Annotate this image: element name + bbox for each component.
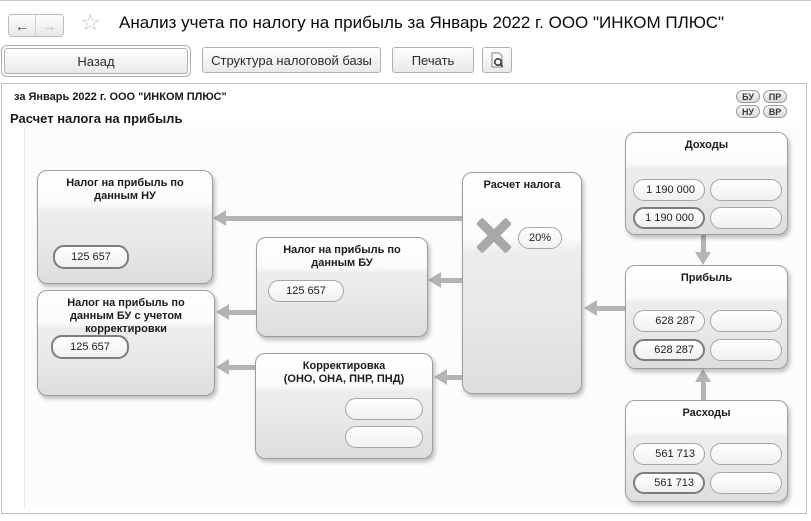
forward-nav-button[interactable]: → xyxy=(42,17,57,34)
block-tax-calc-title: Расчет налога xyxy=(483,179,561,191)
arrow-taxcalc-to-bu xyxy=(441,278,462,283)
pill-correction-value-2[interactable] xyxy=(345,426,423,448)
block-tax-bu-adjusted: Налог на прибыль по данным БУ с учетом к… xyxy=(37,290,215,396)
block-correction: Корректировка (ОНО, ОНА, ПНР, ПНД) xyxy=(255,353,433,459)
legend-badge-vr[interactable]: ВР xyxy=(763,105,787,118)
arrowhead-income-to-profit xyxy=(695,252,711,265)
print-button[interactable]: Печать xyxy=(392,47,474,73)
block-expenses-title: Расходы xyxy=(682,407,731,419)
pill-income-pr-value[interactable] xyxy=(710,179,782,201)
tax-base-structure-button[interactable]: Структура налоговой базы xyxy=(202,47,381,73)
block-tax-nu: Налог на прибыль по данным НУ 125 657 xyxy=(37,170,213,284)
favorite-star-icon[interactable]: ☆ xyxy=(80,9,101,35)
block-correction-title-line2: (ОНО, ОНА, ПНР, ПНД) xyxy=(283,373,405,385)
pill-expenses-nu-value[interactable]: 561 713 xyxy=(633,472,705,494)
arrowhead-expenses-to-profit xyxy=(695,369,711,382)
arrow-profit-to-taxcalc xyxy=(597,306,625,311)
report-section-title: Расчет налога на прибыль xyxy=(10,111,183,126)
pill-tax-rate[interactable]: 20% xyxy=(518,227,562,249)
block-correction-title-line1: Корректировка xyxy=(302,360,386,372)
arrowhead-profit-to-taxcalc xyxy=(584,300,597,316)
legend-badge-pr[interactable]: ПР xyxy=(763,90,787,103)
legend-badge-nu[interactable]: НУ xyxy=(736,105,760,118)
block-profit: Прибыль 628 287 628 287 xyxy=(625,265,788,369)
pill-tax-bu-value[interactable]: 125 657 xyxy=(268,280,344,302)
legend-badge-bu[interactable]: БУ xyxy=(736,90,760,103)
report-period-label: за Январь 2022 г. ООО "ИНКОМ ПЛЮС" xyxy=(14,91,227,103)
pill-profit-vr-value[interactable] xyxy=(710,339,782,361)
block-correction-title: Корректировка (ОНО, ОНА, ПНР, ПНД) xyxy=(256,354,432,386)
pill-expenses-bu-value[interactable]: 561 713 xyxy=(633,443,705,465)
block-income-title: Доходы xyxy=(684,139,729,151)
pill-expenses-pr-value[interactable] xyxy=(710,443,782,465)
pill-profit-nu-value[interactable]: 628 287 xyxy=(633,339,705,361)
block-tax-bu: Налог на прибыль по данным БУ 125 657 xyxy=(256,237,428,337)
arrow-income-to-profit xyxy=(701,235,706,252)
arrow-taxcalc-to-correction xyxy=(447,375,462,380)
pill-profit-bu-value[interactable]: 628 287 xyxy=(633,310,705,332)
arrow-bu-to-adjusted xyxy=(229,310,256,315)
print-preview-button[interactable] xyxy=(482,47,512,73)
block-tax-bu-adjusted-title: Налог на прибыль по данным БУ с учетом к… xyxy=(67,297,185,335)
arrowhead-taxcalc-to-nu xyxy=(213,210,226,226)
block-tax-bu-title: Налог на прибыль по данным БУ xyxy=(283,244,401,269)
pill-profit-pr-value[interactable] xyxy=(710,310,782,332)
print-preview-icon xyxy=(491,52,504,68)
pill-income-vr-value[interactable] xyxy=(710,207,782,229)
block-tax-nu-title: Налог на прибыль по данным НУ xyxy=(66,177,184,202)
pill-correction-value-1[interactable] xyxy=(345,398,423,420)
arrowhead-bu-to-adjusted xyxy=(216,304,229,320)
block-expenses: Расходы 561 713 561 713 xyxy=(625,400,788,502)
pill-expenses-vr-value[interactable] xyxy=(710,472,782,494)
multiply-icon xyxy=(475,217,513,254)
arrow-expenses-to-profit xyxy=(701,382,706,400)
arrow-taxcalc-to-nu xyxy=(226,216,462,221)
back-nav-button[interactable]: ← xyxy=(9,15,36,36)
pill-tax-nu-value[interactable]: 125 657 xyxy=(53,245,129,269)
block-profit-title: Прибыль xyxy=(680,272,733,284)
pill-income-bu-value[interactable]: 1 190 000 xyxy=(633,179,705,201)
arrowhead-taxcalc-to-bu xyxy=(428,272,441,288)
arrow-correction-to-adjusted xyxy=(229,365,255,370)
block-tax-calc: Расчет налога 20% xyxy=(462,172,582,394)
arrowhead-taxcalc-to-correction xyxy=(434,369,447,385)
history-nav-group: ← → xyxy=(8,14,64,37)
window-title: Анализ учета по налогу на прибыль за Янв… xyxy=(119,13,725,32)
arrowhead-correction-to-adjusted xyxy=(216,359,229,375)
block-income: Доходы 1 190 000 1 190 000 xyxy=(625,132,788,235)
pill-income-nu-value[interactable]: 1 190 000 xyxy=(633,207,705,229)
pill-tax-bu-adjusted-value[interactable]: 125 657 xyxy=(51,335,129,359)
back-button[interactable]: Назад xyxy=(1,45,191,77)
